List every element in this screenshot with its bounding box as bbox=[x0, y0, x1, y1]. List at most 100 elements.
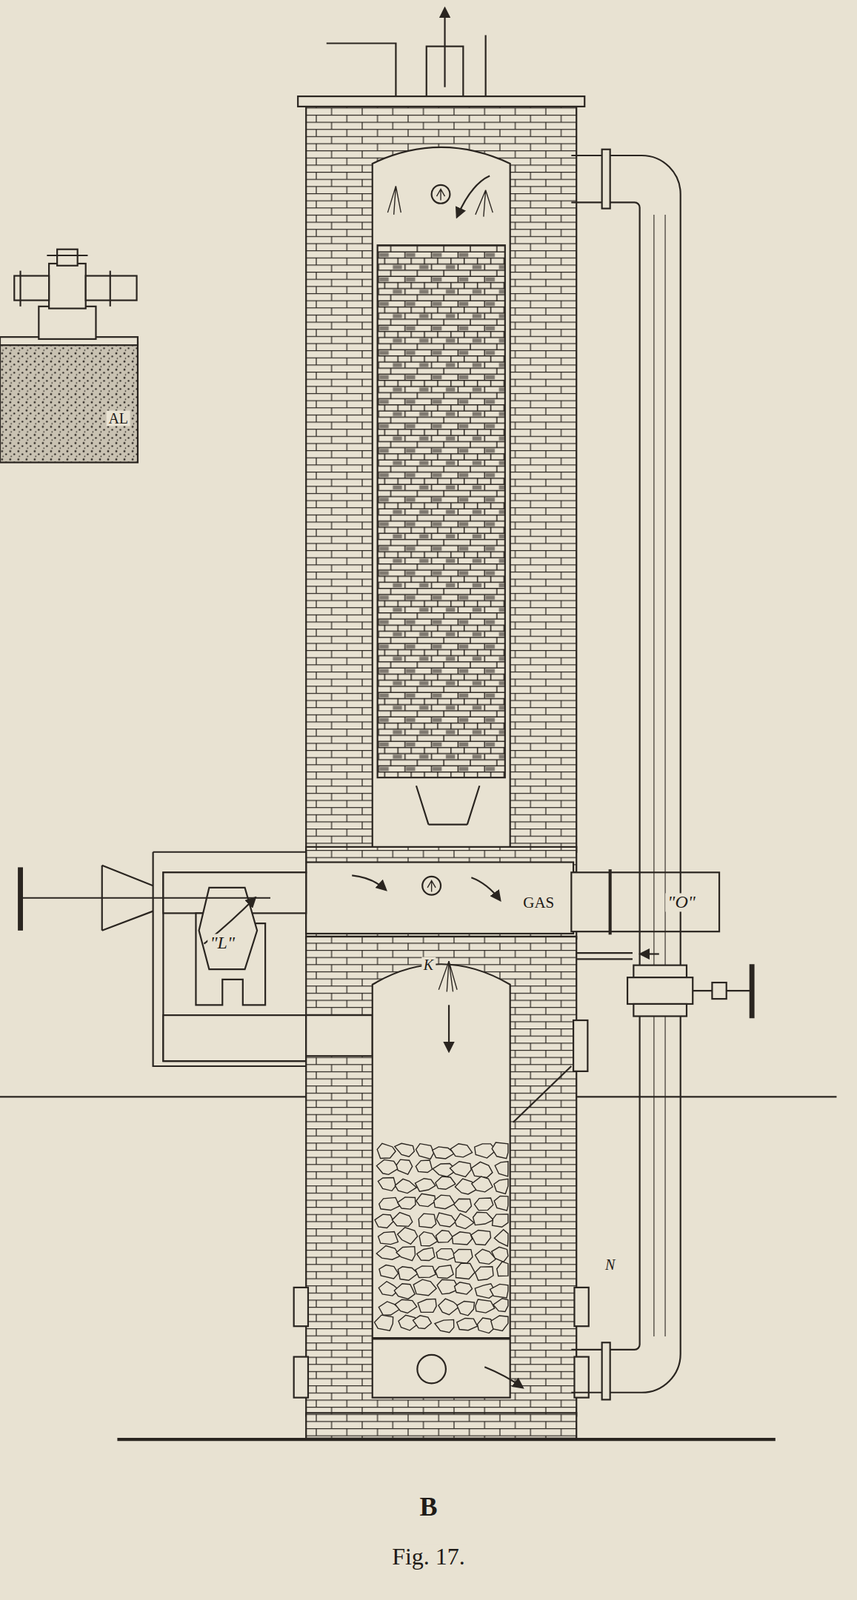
coal-lump bbox=[417, 1299, 437, 1313]
coal-lump bbox=[394, 1143, 415, 1157]
part-label: "L" bbox=[208, 934, 238, 953]
coal-lump bbox=[450, 1144, 472, 1158]
coal-lump bbox=[494, 1179, 509, 1195]
coal-lump bbox=[434, 1195, 455, 1210]
return-pipe bbox=[571, 149, 752, 1401]
part-label: N bbox=[602, 1256, 618, 1273]
part-label: "O" bbox=[665, 893, 698, 912]
coal-lump bbox=[415, 1160, 432, 1173]
coal-lump bbox=[474, 1267, 494, 1282]
flow-arrow bbox=[484, 1367, 523, 1389]
figure-caption: Fig. 17. bbox=[389, 1545, 468, 1571]
coal-lump bbox=[416, 1194, 436, 1207]
coal-lump bbox=[454, 1199, 472, 1213]
flow-arrow bbox=[351, 875, 386, 890]
coal-lump bbox=[374, 1214, 394, 1229]
coal-lump bbox=[471, 1230, 492, 1246]
coal-lump bbox=[490, 1284, 509, 1299]
coal-lump bbox=[454, 1214, 475, 1229]
coal-lump bbox=[491, 1142, 509, 1160]
coal-lump bbox=[397, 1267, 418, 1281]
part-label: K bbox=[421, 957, 436, 974]
part-label: GAS bbox=[520, 894, 557, 912]
coal-lump bbox=[436, 1249, 456, 1261]
coal-lump bbox=[436, 1213, 456, 1228]
tower-cap bbox=[297, 96, 585, 107]
coal-lump bbox=[417, 1248, 435, 1261]
coal-lump bbox=[491, 1247, 509, 1263]
coal-lump bbox=[473, 1212, 495, 1226]
coal-charge bbox=[374, 1142, 508, 1334]
coal-lump bbox=[475, 1299, 495, 1314]
coal-lump bbox=[377, 1143, 396, 1159]
coal-lump bbox=[474, 1198, 493, 1212]
brick-wall bbox=[305, 847, 577, 940]
coal-lump bbox=[376, 1159, 399, 1175]
figure-letter: B bbox=[417, 1494, 440, 1523]
drawing bbox=[0, 8, 837, 1440]
coal-lump bbox=[374, 1315, 393, 1332]
coal-lump bbox=[434, 1319, 455, 1333]
coal-lump bbox=[394, 1179, 417, 1194]
coal-lump bbox=[397, 1197, 416, 1210]
coal-lump bbox=[449, 1162, 472, 1178]
spray bbox=[438, 961, 458, 992]
passage bbox=[305, 862, 574, 935]
checker-brickwork bbox=[377, 245, 506, 778]
part-label: AL bbox=[105, 410, 131, 426]
coal-lump bbox=[416, 1144, 435, 1160]
brick-wall bbox=[305, 936, 577, 1417]
coal-lump bbox=[453, 1249, 473, 1264]
coal-lump bbox=[397, 1228, 418, 1246]
coal-lump bbox=[494, 1162, 509, 1177]
grate bbox=[372, 1337, 511, 1340]
coal-lump bbox=[438, 1299, 460, 1316]
coal-lump bbox=[451, 1232, 472, 1246]
coal-lump bbox=[396, 1247, 415, 1262]
coal-lump bbox=[378, 1231, 399, 1245]
flow-arrow bbox=[640, 953, 660, 955]
coal-lump bbox=[497, 1262, 509, 1277]
flow-arrow bbox=[471, 877, 500, 900]
coal-lump bbox=[391, 1213, 412, 1228]
brick-wall bbox=[305, 102, 577, 852]
coal-lump bbox=[457, 1318, 478, 1331]
flow-symbol bbox=[431, 185, 451, 204]
coal-lump bbox=[471, 1176, 493, 1193]
coal-lump bbox=[455, 1263, 475, 1280]
funnel bbox=[416, 785, 480, 825]
coal-lump bbox=[377, 1177, 396, 1192]
coal-lump bbox=[415, 1179, 436, 1192]
coal-lump bbox=[396, 1159, 412, 1175]
coal-lump bbox=[492, 1214, 509, 1228]
generator-chamber bbox=[372, 964, 511, 1398]
coal-lump bbox=[435, 1176, 456, 1190]
coal-lump bbox=[418, 1214, 437, 1229]
coal-lump bbox=[471, 1162, 493, 1178]
coal-lump bbox=[457, 1301, 475, 1316]
upper-chamber bbox=[372, 147, 511, 853]
flow-arrow bbox=[448, 1005, 450, 1052]
inset-apparatus bbox=[0, 249, 138, 463]
coal-lump bbox=[379, 1265, 399, 1280]
flow-symbol bbox=[422, 876, 441, 896]
coal-lump bbox=[494, 1230, 509, 1247]
spray bbox=[387, 185, 493, 217]
coal-lump bbox=[413, 1316, 432, 1330]
coal-lump bbox=[379, 1197, 400, 1211]
coal-lump bbox=[419, 1232, 438, 1247]
flow-arrow bbox=[443, 8, 446, 88]
coal-lump bbox=[394, 1299, 417, 1314]
coal-lump bbox=[435, 1231, 453, 1243]
coal-lump bbox=[394, 1284, 415, 1300]
coal-lump bbox=[435, 1265, 455, 1280]
coal-lump bbox=[415, 1266, 436, 1279]
gas-outlet-pipe bbox=[571, 872, 720, 932]
coal-lump bbox=[494, 1196, 509, 1211]
coal-lump bbox=[413, 1279, 437, 1297]
coal-lump bbox=[454, 1282, 473, 1295]
coal-lump bbox=[493, 1299, 509, 1313]
opening bbox=[417, 1355, 446, 1385]
coal-lump bbox=[491, 1316, 509, 1332]
